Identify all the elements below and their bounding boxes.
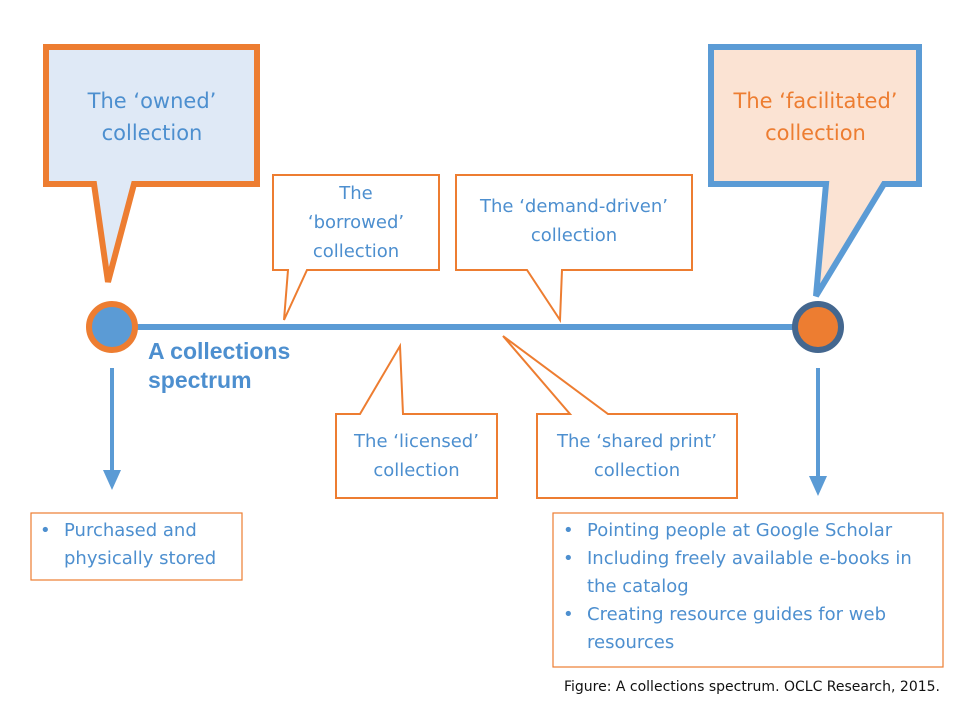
shared-print-callout-label: The ‘shared print’ collection (539, 425, 735, 487)
licensed-callout-line1: The ‘licensed’ (354, 431, 479, 452)
facilitated-end-circle (792, 301, 844, 353)
facilitated-example-item: Creating resource guides for web resourc… (555, 601, 940, 657)
spectrum-label-line2: spectrum (148, 367, 252, 393)
owned-callout-label: The ‘owned’ collection (49, 86, 255, 148)
demand-driven-callout-line1: The ‘demand-driven’ (480, 196, 668, 217)
licensed-callout-shape (335, 342, 498, 499)
demand-driven-callout-label: The ‘demand-driven’ collection (458, 190, 690, 252)
owned-callout-line1: The ‘owned’ (87, 89, 217, 113)
demand-driven-callout-line2: collection (530, 225, 618, 246)
facilitated-callout-line2: collection (765, 121, 866, 145)
shared-print-callout-shape (502, 335, 738, 499)
facilitated-down-arrow (809, 368, 827, 496)
licensed-callout-line2: collection (373, 460, 460, 481)
spectrum-label: A collections spectrum (148, 337, 290, 395)
facilitated-callout-line1: The ‘facilitated’ (733, 89, 898, 113)
facilitated-callout-label: The ‘facilitated’ collection (714, 86, 917, 148)
facilitated-example-item: Pointing people at Google Scholar (555, 517, 940, 545)
borrowed-callout-line2: ‘borrowed’ (307, 211, 405, 233)
facilitated-example-item: Including freely available e-books in th… (555, 545, 940, 601)
demand-driven-callout-shape (455, 174, 693, 324)
facilitated-examples-list: Pointing people at Google Scholar Includ… (555, 517, 940, 657)
owned-end-circle (86, 301, 138, 353)
borrowed-callout-line1: The (339, 182, 373, 204)
borrowed-callout-label: The ‘borrowed’ collection (275, 176, 437, 268)
facilitated-callout-shape (708, 44, 922, 298)
owned-example-item: Purchased and physically stored (32, 517, 240, 573)
owned-examples-list: Purchased and physically stored (32, 517, 240, 573)
licensed-callout-label: The ‘licensed’ collection (338, 425, 495, 487)
borrowed-callout-shape (272, 174, 440, 321)
shared-print-callout-line1: The ‘shared print’ (557, 431, 717, 452)
spectrum-label-line1: A collections (148, 338, 291, 364)
owned-callout-line2: collection (101, 121, 203, 145)
borrowed-callout-line3: collection (312, 240, 400, 262)
owned-down-arrow (103, 368, 121, 490)
figure-caption: Figure: A collections spectrum. OCLC Res… (563, 679, 940, 695)
shared-print-callout-line2: collection (593, 460, 681, 481)
owned-callout-shape (43, 44, 260, 283)
